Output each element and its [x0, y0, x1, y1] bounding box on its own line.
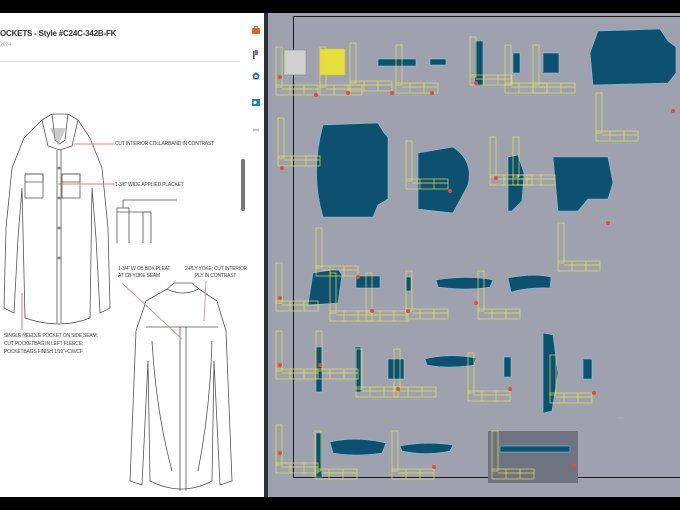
- callout-pocket-1: SINGLE NEEDLE POCKET ON SIDE SEAM;: [4, 333, 98, 339]
- document-scrollbar[interactable]: [241, 159, 245, 211]
- window-divider[interactable]: [264, 13, 268, 497]
- shirt-back-sketch: [122, 281, 233, 491]
- flag-icon[interactable]: [251, 49, 261, 59]
- callout-box-pleat-1: 1-3/4" W CB BOX PLEAT: [118, 266, 171, 272]
- callout-collarband: CUT INTERIOR COLLARBAND IN CONTRAST: [115, 141, 215, 147]
- cad-drawing-frame: [293, 16, 680, 478]
- copilot-icon[interactable]: [251, 71, 261, 81]
- top-bar: [0, 0, 680, 13]
- document-title: OCKETS - Style #C24C-342B-FK: [0, 29, 117, 38]
- callout-placket: 1-3/8" WIDE APPLIED PLACKET: [115, 182, 184, 188]
- pattern-pieces-layout: [275, 28, 677, 483]
- cad-viewer: [268, 13, 680, 497]
- office-sidebar: [248, 13, 264, 497]
- briefcase-icon[interactable]: [251, 25, 261, 35]
- document-subtitle: 2024: [0, 42, 12, 48]
- minus-icon[interactable]: [251, 125, 261, 135]
- tech-pack-document: OCKETS - Style #C24C-342B-FK 2024 CUT IN…: [0, 13, 264, 497]
- shirt-front-sketch: [3, 113, 115, 330]
- callout-box-pleat-2: AT CB YOKE SEAM: [118, 273, 161, 279]
- callout-yoke-1: 2-PLY YOKE; CUT INTERIOR: [185, 266, 248, 272]
- header-divider: [0, 61, 240, 62]
- outlook-icon[interactable]: [251, 97, 261, 107]
- callout-pocket-2: CUT POCKETBAG IN LEFT FLEECE;: [4, 341, 84, 347]
- bottom-bar: [0, 497, 680, 510]
- callout-pocket-3: POCKETBAGS FINISH 1/10"+CW/CF: [4, 349, 83, 355]
- placket-detail-sketch: [116, 199, 177, 243]
- callout-yoke-2: PLY IN CONTRAST: [195, 273, 237, 279]
